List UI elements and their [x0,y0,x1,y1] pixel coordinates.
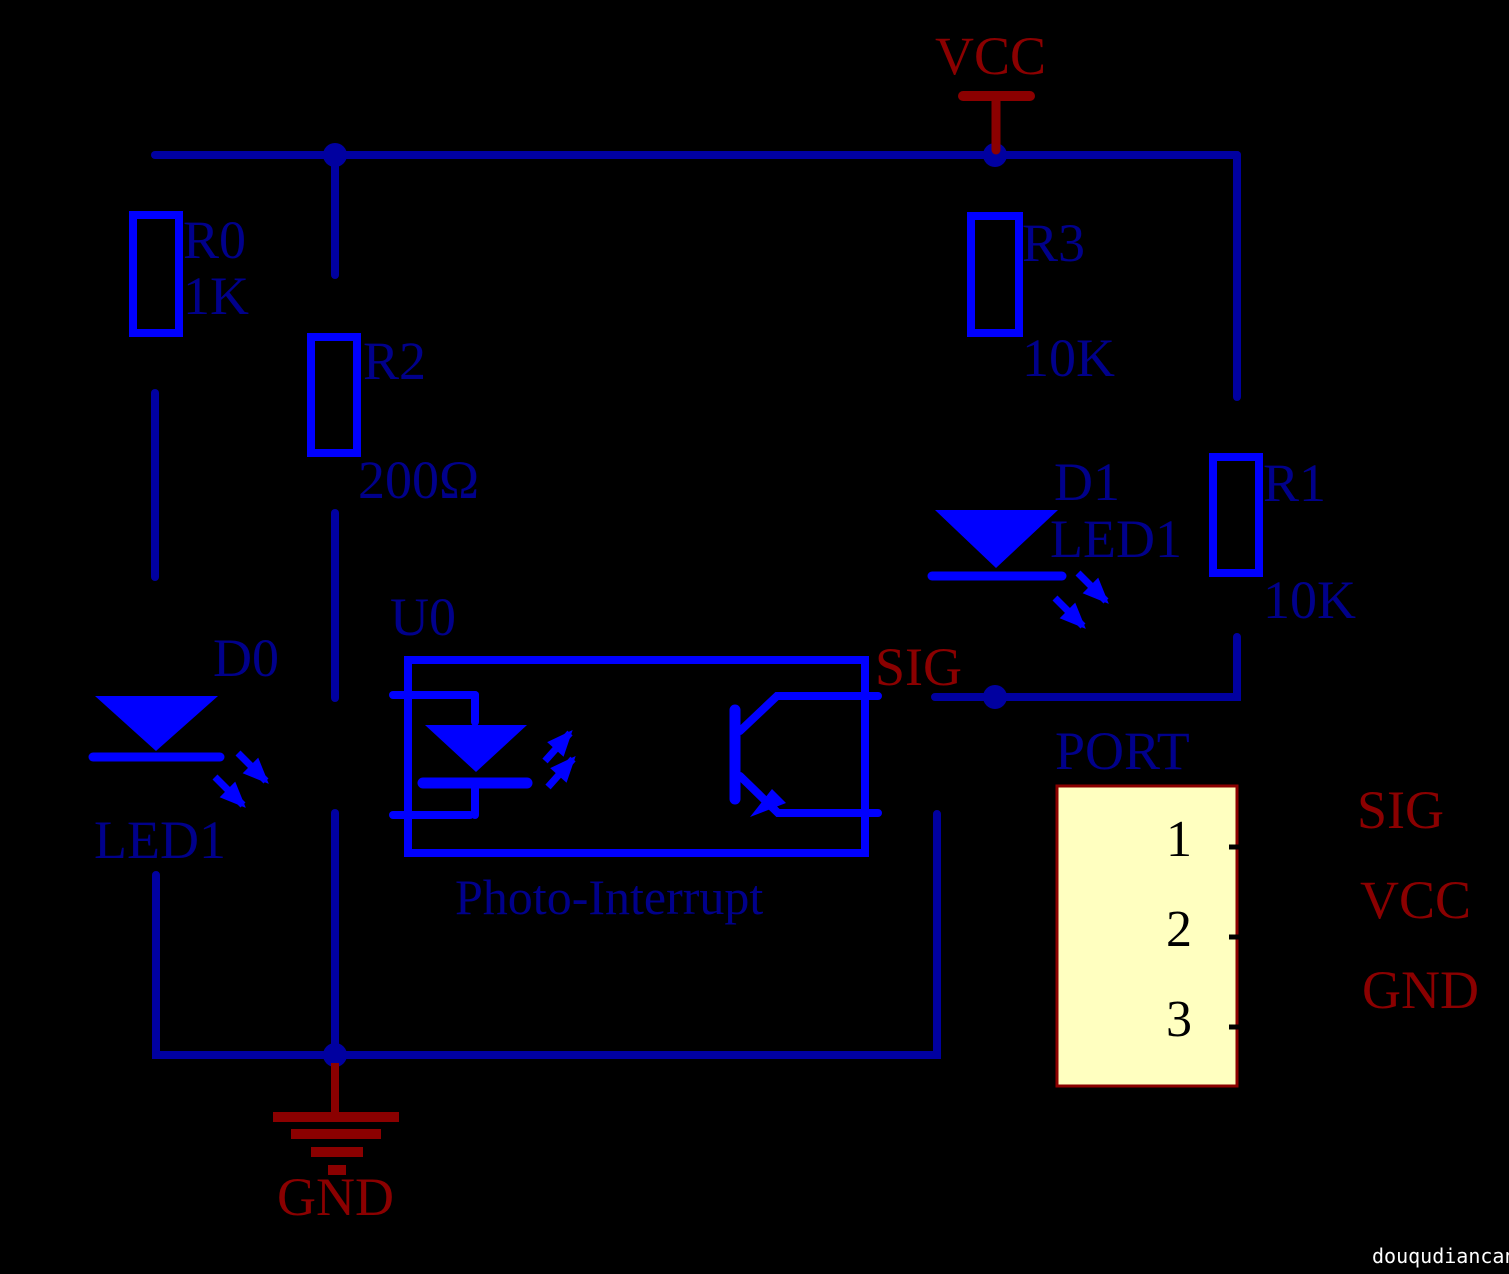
resistor-r2-symbol [307,333,361,457]
junction-dot [983,143,1007,167]
port-pin1-number: 1 [1166,811,1192,868]
resistor-r0-symbol [129,211,183,337]
port-pin2-net-label: VCC [1360,870,1472,930]
sig-net-label: SIG [875,637,963,697]
d0-ref-label: D0 [213,628,279,688]
resistor-r1-symbol [1209,453,1263,577]
watermark-text: douqudiancan.com [1372,1244,1509,1268]
d1-value-label: LED1 [1050,509,1182,569]
r0-value-label: 1K [183,266,249,326]
r1-value-label: 10K [1263,570,1356,630]
port-pin3-number: 3 [1166,991,1192,1048]
d0-value-label: LED1 [94,810,226,870]
junction-dot [983,685,1007,709]
u0-internal-led [389,691,479,819]
r1-ref-label: R1 [1263,453,1327,513]
r3-ref-label: R3 [1022,213,1086,273]
r2-value-label: 200Ω [358,450,480,510]
u0-phototransistor [729,692,882,817]
r0-ref-label: R0 [183,210,247,270]
u0-ref-label: U0 [390,587,456,647]
led-d0-symbol [88,696,269,808]
resistor-r3-symbol [967,212,1023,337]
vcc-net-label: VCC [935,26,1047,86]
vcc-symbol [958,91,1035,155]
u0-value-label: Photo-Interrupt [455,869,764,925]
gnd-net-label: GND [277,1167,394,1227]
optocoupler-u0-symbol [389,656,882,857]
port-ref-label: PORT [1055,721,1190,781]
r2-ref-label: R2 [363,331,427,391]
port-connector-symbol [1055,784,1247,1088]
r3-value-label: 10K [1022,328,1115,388]
led-d1-symbol [927,510,1109,629]
junction-dot [323,1043,347,1067]
wire-sig [931,633,1241,701]
port-pin2-number: 2 [1166,901,1192,958]
port-pin3-net-label: GND [1362,960,1479,1020]
port-pin1-net-label: SIG [1357,780,1445,840]
d1-ref-label: D1 [1054,452,1120,512]
wire-gnd-rail [152,810,941,1059]
junction-dot [323,143,347,167]
gnd-symbol [273,1063,399,1175]
